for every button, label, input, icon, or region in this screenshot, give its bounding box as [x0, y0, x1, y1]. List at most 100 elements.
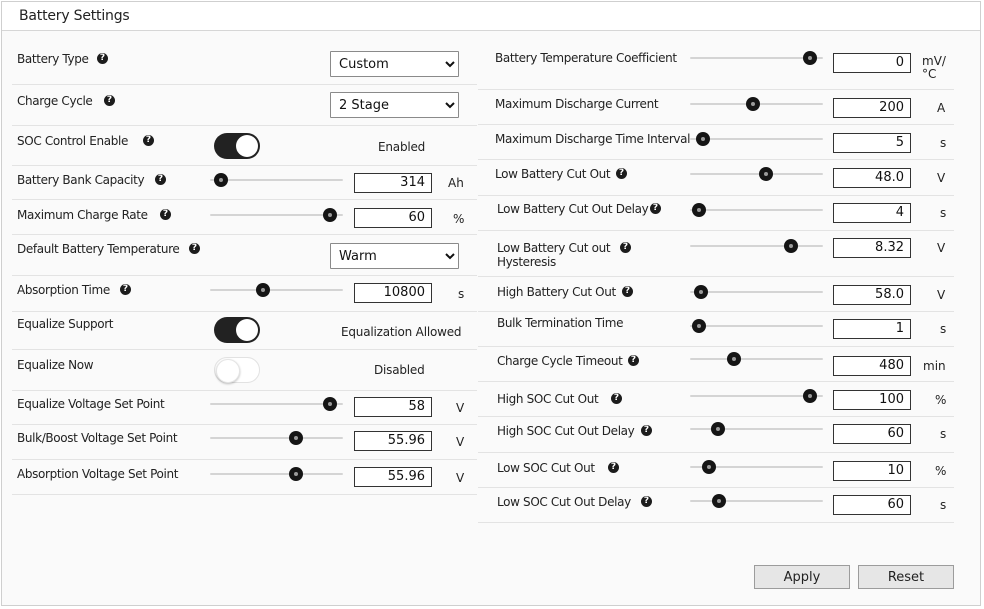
max-discharge-time-slider[interactable]: [690, 132, 823, 146]
slider-thumb[interactable]: [213, 173, 228, 187]
help-icon[interactable]: ?: [616, 168, 627, 179]
slider-thumb[interactable]: [701, 460, 716, 474]
help-icon[interactable]: ?: [160, 209, 171, 220]
help-icon[interactable]: ?: [628, 355, 639, 366]
high-soc-cutout-delay-slider[interactable]: [690, 422, 823, 436]
help-icon[interactable]: ?: [104, 95, 115, 106]
bulk-term-time-input[interactable]: 1: [833, 319, 911, 339]
soc-control-label: SOC Control Enable: [17, 134, 129, 148]
help-icon[interactable]: ?: [650, 203, 661, 214]
slider-thumb[interactable]: [784, 239, 799, 253]
temp-coeff-input[interactable]: 0: [833, 53, 911, 73]
abs-voltage-input[interactable]: 55.96: [354, 467, 432, 487]
help-icon[interactable]: ?: [120, 284, 131, 295]
help-icon[interactable]: ?: [641, 496, 652, 507]
absorption-time-slider[interactable]: [210, 283, 343, 297]
max-discharge-current-slider[interactable]: [690, 97, 823, 111]
high-batt-cutout-slider[interactable]: [690, 285, 823, 299]
max-charge-rate-unit: %: [453, 212, 465, 226]
slider-thumb[interactable]: [802, 389, 817, 403]
row-low-batt-cutout: Low Battery Cut Out ? 48.0 V: [478, 160, 954, 196]
abs-voltage-slider[interactable]: [210, 467, 343, 481]
bank-capacity-slider[interactable]: [210, 173, 343, 187]
low-batt-hyst-input[interactable]: 8.32: [833, 238, 911, 258]
row-bank-capacity: Battery Bank Capacity ? 314 Ah: [12, 166, 477, 200]
help-icon[interactable]: ?: [143, 135, 154, 146]
row-max-discharge-time: Maximum Discharge Time Interval 5 s: [478, 125, 954, 160]
help-icon[interactable]: ?: [155, 174, 166, 185]
slider-thumb[interactable]: [758, 167, 773, 181]
low-soc-cutout-delay-input[interactable]: 60: [833, 495, 911, 515]
help-icon[interactable]: ?: [189, 243, 200, 254]
equalize-now-toggle[interactable]: [214, 357, 260, 383]
row-abs-voltage: Absorption Voltage Set Point 55.96 V: [12, 460, 477, 495]
charge-cycle-label: Charge Cycle: [17, 94, 93, 108]
reset-button[interactable]: Reset: [858, 565, 954, 589]
page-title: Battery Settings: [19, 8, 130, 24]
low-soc-cutout-label: Low SOC Cut Out: [497, 461, 595, 475]
charge-cycle-select[interactable]: 2 Stage: [330, 92, 459, 118]
max-charge-rate-input[interactable]: 60: [354, 208, 432, 228]
help-icon[interactable]: ?: [97, 53, 108, 64]
slider-thumb[interactable]: [692, 319, 707, 333]
slider-thumb[interactable]: [693, 285, 708, 299]
high-batt-cutout-label: High Battery Cut Out: [497, 285, 616, 299]
equalize-support-toggle[interactable]: [214, 317, 260, 343]
low-soc-cutout-slider[interactable]: [690, 460, 823, 474]
apply-button[interactable]: Apply: [754, 565, 850, 589]
right-settings-column: Battery Temperature Coefficient 0 mV/ °C…: [478, 44, 954, 523]
row-soc-control: SOC Control Enable ? Enabled: [12, 126, 477, 166]
soc-control-toggle[interactable]: [214, 133, 260, 159]
low-batt-cutout-delay-slider[interactable]: [690, 203, 823, 217]
slider-thumb[interactable]: [712, 494, 727, 508]
slider-thumb[interactable]: [692, 203, 707, 217]
default-temp-select[interactable]: Warm: [330, 243, 459, 269]
high-batt-cutout-input[interactable]: 58.0: [833, 285, 911, 305]
high-soc-cutout-delay-input[interactable]: 60: [833, 424, 911, 444]
help-icon[interactable]: ?: [620, 242, 631, 253]
charge-cycle-timeout-slider[interactable]: [690, 352, 823, 366]
help-icon[interactable]: ?: [622, 286, 633, 297]
row-battery-type: Battery Type ? Custom: [12, 44, 477, 85]
low-batt-cutout-input[interactable]: 48.0: [833, 168, 911, 188]
battery-type-select[interactable]: Custom: [330, 51, 459, 77]
help-icon[interactable]: ?: [641, 425, 652, 436]
max-discharge-current-input[interactable]: 200: [833, 98, 911, 118]
slider-thumb[interactable]: [289, 467, 304, 481]
bulk-term-time-slider[interactable]: [690, 319, 823, 333]
high-soc-cutout-delay-label: High SOC Cut Out Delay: [497, 424, 635, 438]
row-equalize-support: Equalize Support Equalization Allowed: [12, 312, 477, 350]
high-soc-cutout-input[interactable]: 100: [833, 390, 911, 410]
slider-thumb[interactable]: [710, 422, 725, 436]
charge-cycle-timeout-unit: min: [923, 359, 946, 373]
slider-thumb[interactable]: [322, 397, 337, 411]
charge-cycle-timeout-input[interactable]: 480: [833, 356, 911, 376]
high-soc-cutout-slider[interactable]: [690, 389, 823, 403]
slider-thumb[interactable]: [256, 283, 271, 297]
high-soc-cutout-unit: %: [935, 393, 947, 407]
low-batt-cutout-delay-input[interactable]: 4: [833, 203, 911, 223]
bulk-voltage-slider[interactable]: [210, 431, 343, 445]
max-discharge-time-input[interactable]: 5: [833, 133, 911, 153]
absorption-time-input[interactable]: 10800: [354, 283, 432, 303]
slider-thumb[interactable]: [696, 132, 711, 146]
bank-capacity-input[interactable]: 314: [354, 173, 432, 193]
low-batt-cutout-slider[interactable]: [690, 167, 823, 181]
slider-thumb[interactable]: [726, 352, 741, 366]
bulk-voltage-input[interactable]: 55.96: [354, 431, 432, 451]
slider-thumb[interactable]: [745, 97, 760, 111]
help-icon[interactable]: ?: [611, 393, 622, 404]
low-soc-cutout-delay-slider[interactable]: [690, 494, 823, 508]
battery-type-label: Battery Type: [17, 52, 89, 66]
low-soc-cutout-input[interactable]: 10: [833, 461, 911, 481]
slider-thumb[interactable]: [802, 51, 817, 65]
temp-coeff-slider[interactable]: [690, 51, 823, 65]
eq-voltage-slider[interactable]: [210, 397, 343, 411]
eq-voltage-input[interactable]: 58: [354, 397, 432, 417]
low-batt-hyst-slider[interactable]: [690, 239, 823, 253]
max-charge-rate-slider[interactable]: [210, 208, 343, 222]
slider-thumb[interactable]: [322, 208, 337, 222]
help-icon[interactable]: ?: [608, 462, 619, 473]
temp-coeff-unit: mV/ °C: [922, 54, 946, 81]
slider-thumb[interactable]: [289, 431, 304, 445]
